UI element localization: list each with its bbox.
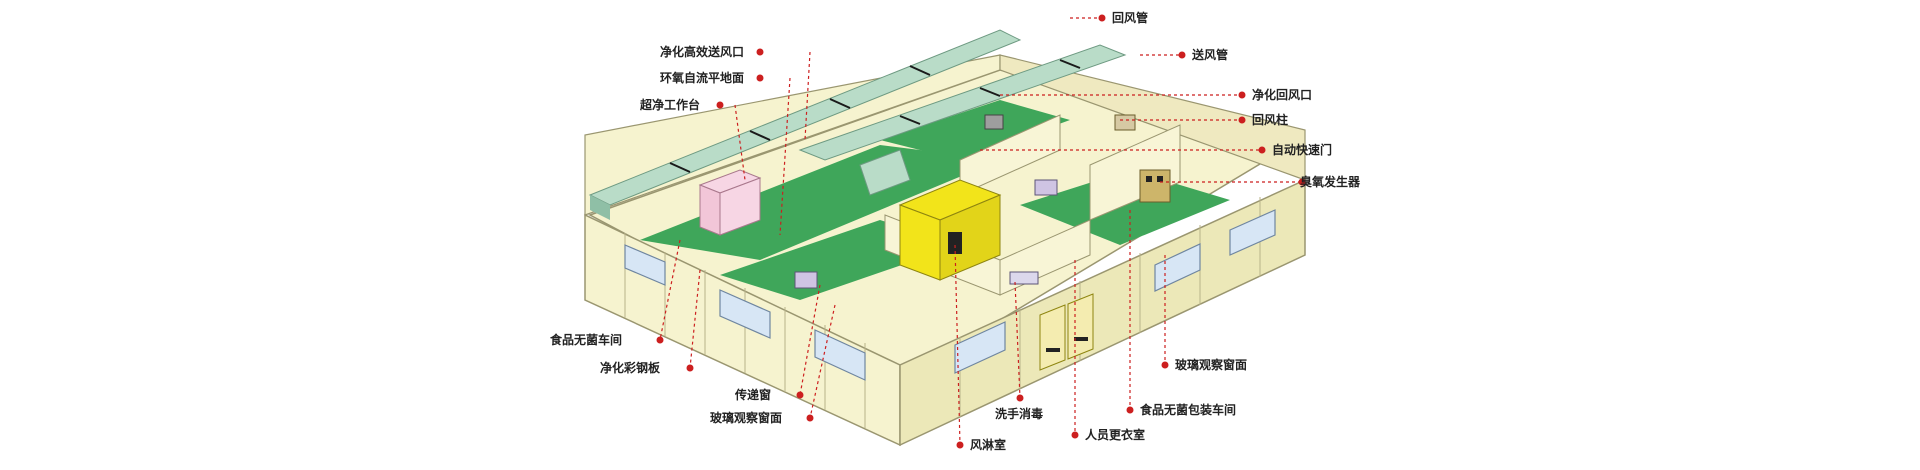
leader-lines bbox=[659, 17, 1300, 446]
leader-dots bbox=[656, 14, 1306, 449]
duct-joints bbox=[669, 59, 1081, 173]
label-supply-duct: 送风管 bbox=[1191, 47, 1228, 62]
label-clean-bench: 超净工作台 bbox=[639, 97, 700, 112]
clean-bench bbox=[698, 169, 762, 236]
label-return-outlet: 净化回风口 bbox=[1252, 87, 1312, 102]
label-packaging-workshop: 食品无菌包装车间 bbox=[1139, 402, 1236, 417]
label-epoxy-floor: 环氧自流平地面 bbox=[660, 70, 744, 85]
label-ozone-generator: 臭氧发生器 bbox=[1300, 174, 1361, 189]
label-changing-room: 人员更衣室 bbox=[1085, 427, 1145, 442]
ozone-generator-unit bbox=[1139, 169, 1171, 203]
label-pass-box: 传递窗 bbox=[734, 387, 771, 402]
label-return-duct: 回风管 bbox=[1112, 10, 1148, 25]
pass-box-left bbox=[794, 271, 818, 289]
back-right-wall bbox=[999, 54, 1306, 181]
floor-zone-back bbox=[880, 100, 1070, 160]
supply-duct bbox=[798, 44, 1127, 161]
supply-duct-branch bbox=[859, 149, 911, 196]
floor-zone-right bbox=[1020, 170, 1230, 245]
label-steel-panel: 净化彩钢板 bbox=[600, 360, 661, 375]
changing-room-doors bbox=[1039, 293, 1094, 371]
label-hepa-outlet: 净化高效送风口 bbox=[660, 44, 744, 59]
label-glass-window-left: 玻璃观察窗面 bbox=[710, 410, 782, 425]
return-column-unit bbox=[1114, 114, 1136, 131]
front-right-wall bbox=[899, 178, 1306, 447]
label-glass-window-right: 玻璃观察窗面 bbox=[1175, 357, 1247, 372]
label-fast-door: 自动快速门 bbox=[1272, 142, 1332, 157]
hand-wash-unit bbox=[1009, 271, 1039, 285]
return-duct-side bbox=[590, 195, 610, 220]
label-food-workshop: 食品无菌车间 bbox=[549, 332, 622, 347]
pass-box-right bbox=[1034, 179, 1058, 196]
return-outlet-grille bbox=[984, 114, 1004, 130]
glass-windows-right bbox=[954, 209, 1276, 374]
label-return-column: 回风柱 bbox=[1252, 112, 1288, 127]
label-hand-wash: 洗手消毒 bbox=[995, 406, 1043, 421]
label-air-shower: 风淋室 bbox=[970, 437, 1006, 452]
glass-windows-left bbox=[624, 244, 866, 381]
